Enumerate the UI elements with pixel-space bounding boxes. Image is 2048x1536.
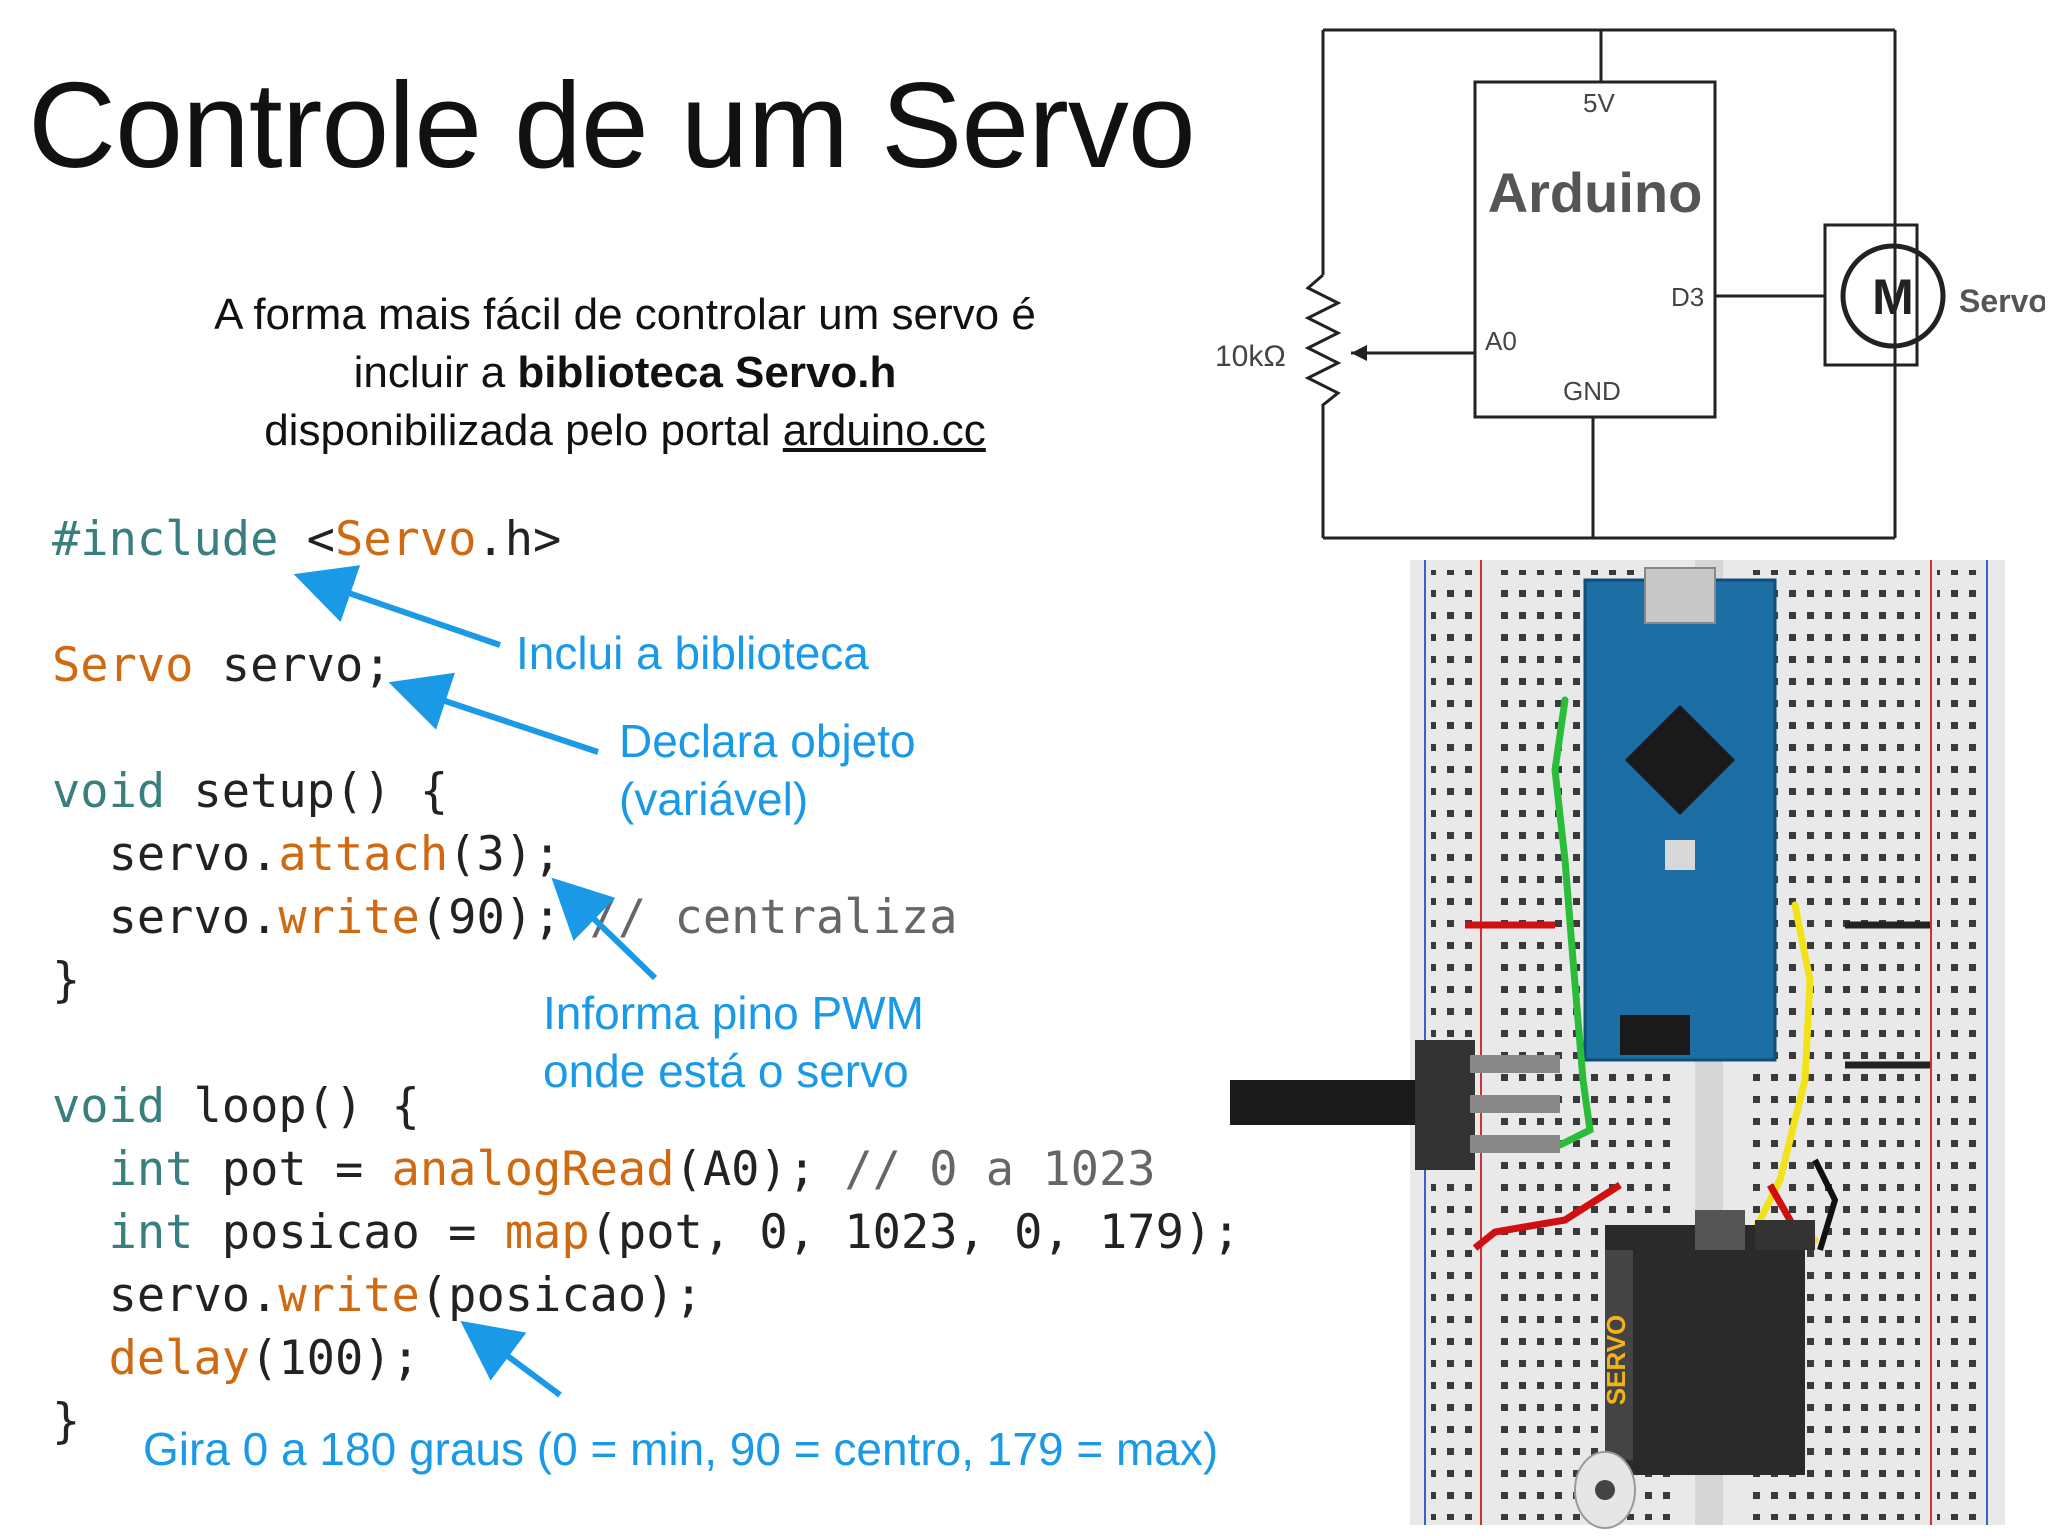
arduino-box [1473, 80, 1717, 419]
pin-d3-label: D3 [1671, 282, 1704, 312]
annotation-include: Inclui a biblioteca [516, 627, 869, 679]
annotation-rotate: Gira 0 a 180 graus (0 = min, 90 = centro… [143, 1423, 1219, 1475]
green-wire [1551, 696, 1594, 1149]
code-line-include: #include <Servo.h> [52, 512, 562, 567]
code-block: #include <Servo.h> Servo servo; void set… [52, 508, 1240, 1453]
annotation-pwm: Informa pino PWM onde está o servo [543, 987, 924, 1097]
code-line-close-setup: } [52, 953, 81, 1008]
intro-line-3: disponibilizada pelo portal arduino.cc [264, 406, 986, 455]
code-line-close-loop: } [52, 1394, 81, 1449]
potentiometer [1230, 1040, 1560, 1170]
library-name: biblioteca Servo.h [517, 348, 897, 397]
arrow-pwm [551, 877, 658, 981]
code-line-pot: int pot = analogRead(A0); // 0 a 1023 [52, 1142, 1156, 1197]
code-line-setup: void setup() { [52, 764, 449, 819]
pin-gnd-label: GND [1563, 376, 1621, 406]
arrow-declare [388, 672, 599, 755]
annotation-declare: Declara objeto (variável) [619, 715, 916, 825]
arrow-rotate [460, 1320, 562, 1398]
pin-a0-label: A0 [1485, 326, 1517, 356]
breadboard-servo-text: SERVO [1601, 1315, 1631, 1406]
motor-symbol [1840, 243, 1946, 349]
resistor-label: 10kΩ [1215, 340, 1286, 373]
potentiometer-resistor [1304, 273, 1342, 420]
circuit-schematic: 5V Arduino D3 A0 GND 10kΩ M Servo [1215, 28, 2045, 540]
intro-line-2: incluir a biblioteca Servo.h [353, 348, 897, 397]
code-line-declare: Servo servo; [52, 638, 392, 693]
servo-motor [1574, 1210, 1815, 1529]
pin-5v-label: 5V [1583, 88, 1615, 118]
code-line-loop: void loop() { [52, 1079, 420, 1134]
arrow-include [293, 565, 501, 648]
code-line-write-posicao: servo.write(posicao); [52, 1268, 703, 1323]
intro-line-1: A forma mais fácil de controlar um servo… [214, 290, 1036, 339]
breadboard-illustration: SERVO [1230, 560, 2005, 1529]
black-wire [1812, 1158, 1839, 1251]
motor-label: M [1872, 269, 1914, 325]
code-line-write: servo.write(90); // centraliza [52, 890, 958, 945]
code-line-delay: delay(100); [108, 1331, 420, 1386]
slide-title: Controle de um Servo [28, 57, 1196, 193]
code-line-attach: servo.attach(3); [52, 827, 562, 882]
code-line-posicao: int posicao = map(pot, 0, 1023, 0, 179); [52, 1205, 1241, 1260]
servo-label: Servo [1959, 283, 2045, 319]
red-wire [1472, 1182, 1622, 1251]
arduino-link[interactable]: arduino.cc [782, 406, 986, 455]
servo-housing [1823, 223, 1919, 367]
arduino-nano-board [1583, 567, 1777, 1062]
arduino-label: Arduino [1488, 161, 1703, 224]
intro-text: A forma mais fácil de controlar um servo… [130, 286, 1120, 460]
